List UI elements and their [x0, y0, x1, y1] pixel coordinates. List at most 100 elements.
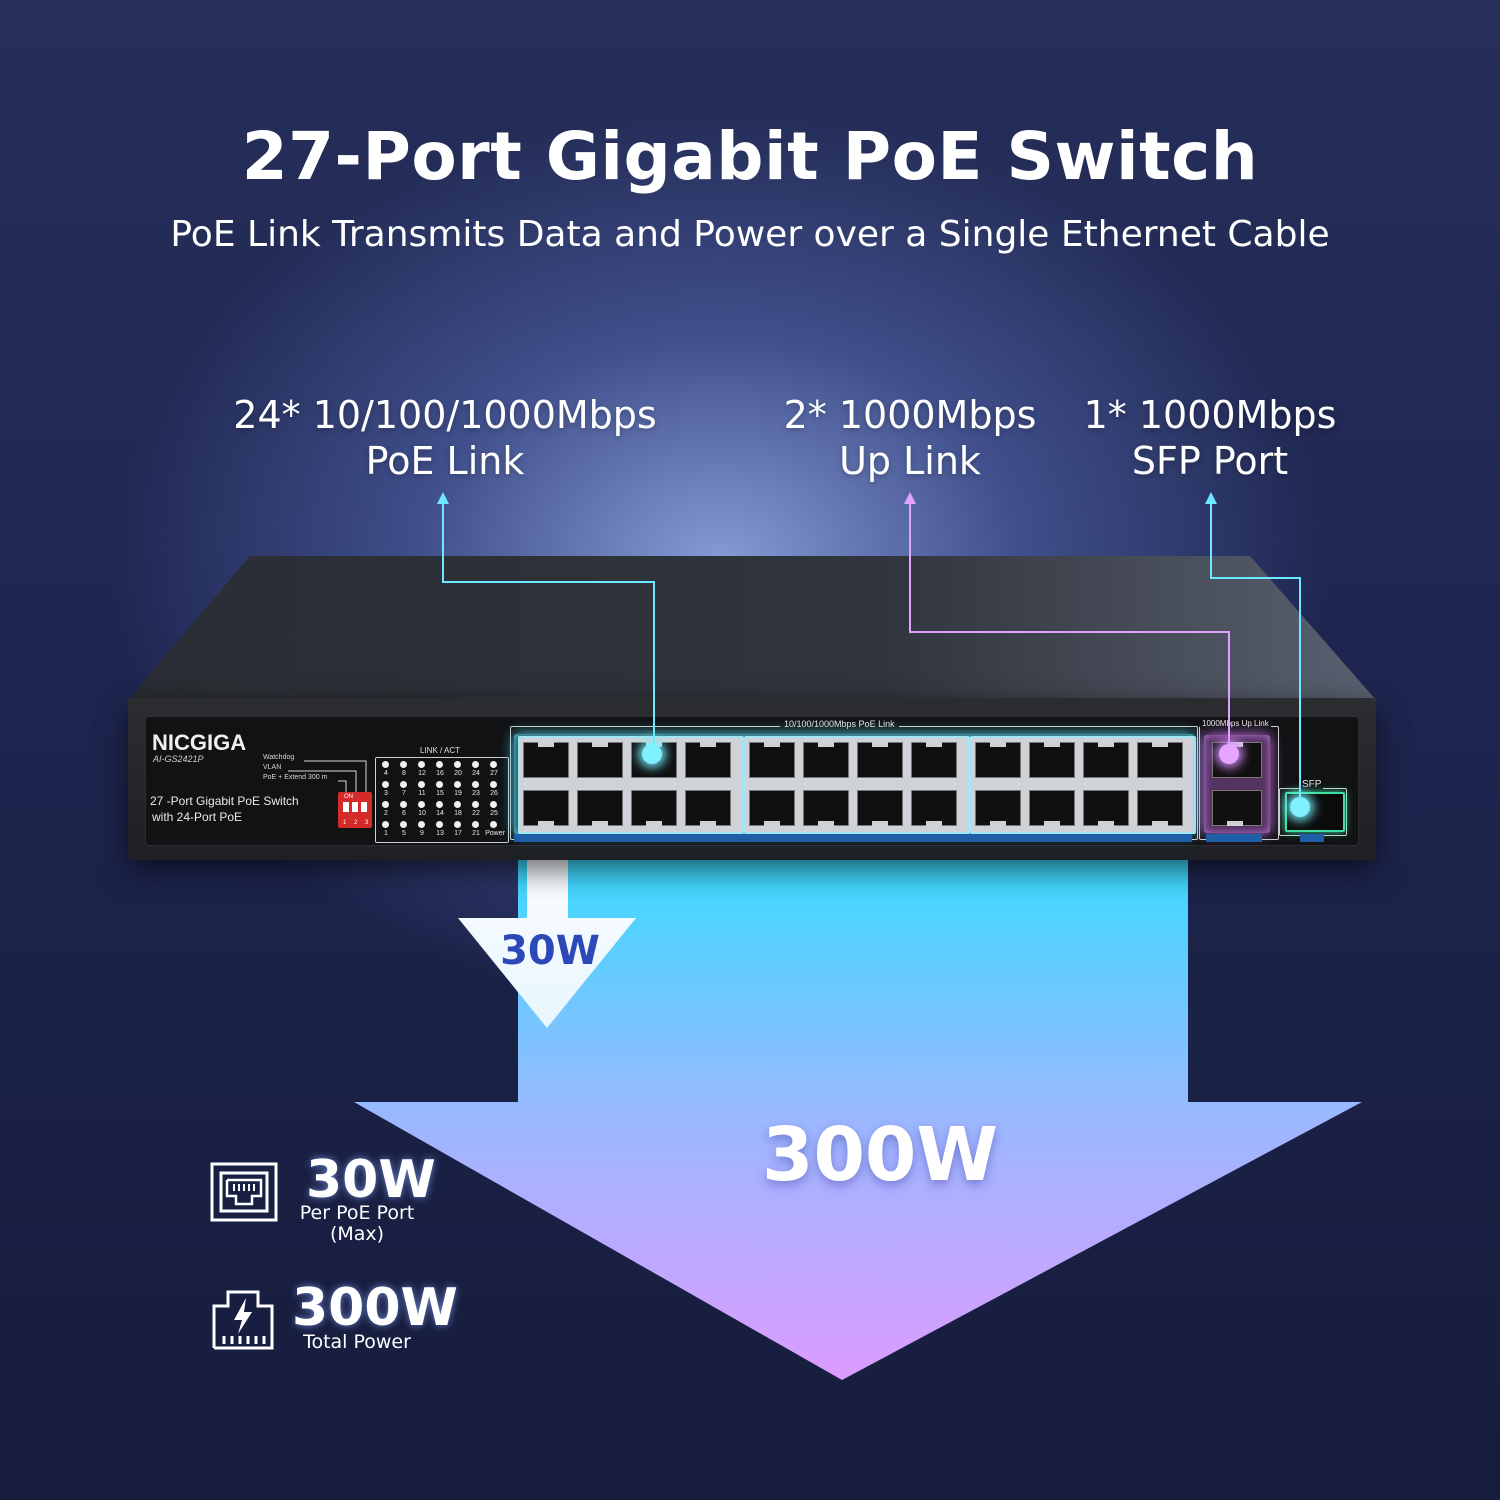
callout-uplink-line2: Up Link	[839, 439, 981, 483]
poe-port[interactable]	[803, 742, 849, 778]
led-label: 13	[436, 830, 444, 837]
led-label: 20	[454, 770, 462, 777]
uplink-port-26[interactable]	[1212, 790, 1262, 826]
led-indicator	[382, 821, 389, 828]
led-panel	[375, 757, 509, 843]
poe-port[interactable]	[749, 742, 795, 778]
poe-port[interactable]	[577, 790, 623, 826]
led-label: 8	[402, 770, 406, 777]
poe-port[interactable]	[857, 790, 903, 826]
led-label: 19	[454, 790, 462, 797]
led-indicator	[472, 781, 479, 788]
device-description-line2: with 24-Port PoE	[152, 810, 243, 824]
led-indicator	[418, 781, 425, 788]
led-indicator	[490, 781, 497, 788]
ethernet-port-icon	[210, 1162, 278, 1222]
led-label: 14	[436, 810, 444, 817]
poe-port[interactable]	[975, 790, 1021, 826]
dip-numbers: 1 2 3	[343, 820, 372, 826]
poe-port[interactable]	[1137, 790, 1183, 826]
led-label: 1	[384, 830, 388, 837]
small-arrow-shape	[458, 818, 636, 1028]
led-indicator	[400, 821, 407, 828]
sfp-number-strip	[1300, 834, 1324, 842]
led-label: 3	[384, 790, 388, 797]
led-indicator	[400, 781, 407, 788]
led-indicator	[436, 821, 443, 828]
uplink-group-label: 1000Mbps Up Link	[1200, 719, 1271, 728]
led-label: 5	[402, 830, 406, 837]
poe-port[interactable]	[1083, 790, 1129, 826]
callout-uplink-line1: 2* 1000Mbps	[783, 393, 1037, 437]
led-indicator	[418, 761, 425, 768]
page-title: 27-Port Gigabit PoE Switch	[241, 118, 1259, 195]
poe-port[interactable]	[1137, 742, 1183, 778]
poe-port[interactable]	[803, 790, 849, 826]
led-indicator	[382, 781, 389, 788]
spec-per-port-label-line1: Per PoE Port	[299, 1202, 415, 1224]
page-subtitle: PoE Link Transmits Data and Power over a…	[170, 214, 1330, 255]
led-label: 9	[420, 830, 424, 837]
led-label: 24	[472, 770, 480, 777]
poe-port[interactable]	[975, 742, 1021, 778]
led-label: 6	[402, 810, 406, 817]
led-indicator	[490, 801, 497, 808]
brand-logo: NICGIGA	[152, 730, 247, 755]
sfp-port-highlight	[1290, 797, 1310, 817]
led-label: 2	[384, 810, 388, 817]
poe-port[interactable]	[523, 790, 569, 826]
sfp-label: SFP	[1300, 779, 1324, 790]
led-label: 11	[418, 790, 426, 797]
poe-port[interactable]	[749, 790, 795, 826]
poe-port[interactable]	[1083, 742, 1129, 778]
led-indicator	[436, 801, 443, 808]
sfp-leader	[1205, 492, 1301, 805]
poe-port[interactable]	[523, 742, 569, 778]
poe-port[interactable]	[911, 790, 957, 826]
poe-port[interactable]	[857, 742, 903, 778]
uplink-number-strip	[1206, 834, 1262, 842]
led-indicator	[490, 821, 497, 828]
callout-sfp-line1: 1* 1000Mbps	[1083, 393, 1337, 437]
led-panel-title: LINK / ACT	[420, 746, 461, 755]
poe-port[interactable]	[685, 742, 731, 778]
power-port-icon	[212, 1290, 274, 1350]
spec-total-label-line1: Total Power	[303, 1331, 411, 1353]
led-indicator	[454, 801, 461, 808]
led-label: 25	[490, 810, 498, 817]
led-indicator	[454, 821, 461, 828]
spec-total-value: 300W	[292, 1278, 458, 1338]
model-number: AI-GS2421P	[153, 754, 204, 764]
dip-on-label: ON	[344, 794, 353, 800]
per-port-power-label: 30W	[500, 928, 600, 974]
led-label: 7	[402, 790, 406, 797]
led-label: 16	[436, 770, 444, 777]
dip-label-poe-extend: PoE + Extend 300 m	[263, 774, 328, 781]
uplink-leader	[904, 492, 1230, 752]
port-number-strip	[514, 834, 1192, 842]
spec-per-port-value: 30W	[306, 1150, 436, 1210]
poe-port[interactable]	[685, 790, 731, 826]
led-indicator	[454, 761, 461, 768]
poe-group-label: 10/100/1000Mbps PoE Link	[780, 719, 899, 729]
led-indicator	[382, 761, 389, 768]
led-label: Power	[485, 830, 505, 837]
dip-leader-lines	[288, 760, 367, 792]
led-indicator	[400, 801, 407, 808]
led-label: 21	[472, 830, 480, 837]
led-indicator	[418, 821, 425, 828]
dip-switch[interactable]	[338, 792, 372, 828]
poe-leader	[437, 492, 655, 752]
poe-port[interactable]	[631, 790, 677, 826]
poe-port[interactable]	[577, 742, 623, 778]
uplink-port-highlight	[1219, 744, 1239, 764]
poe-port[interactable]	[1029, 790, 1075, 826]
poe-port[interactable]	[911, 742, 957, 778]
poe-port[interactable]	[1029, 742, 1075, 778]
led-label: 22	[472, 810, 480, 817]
led-indicator	[472, 821, 479, 828]
